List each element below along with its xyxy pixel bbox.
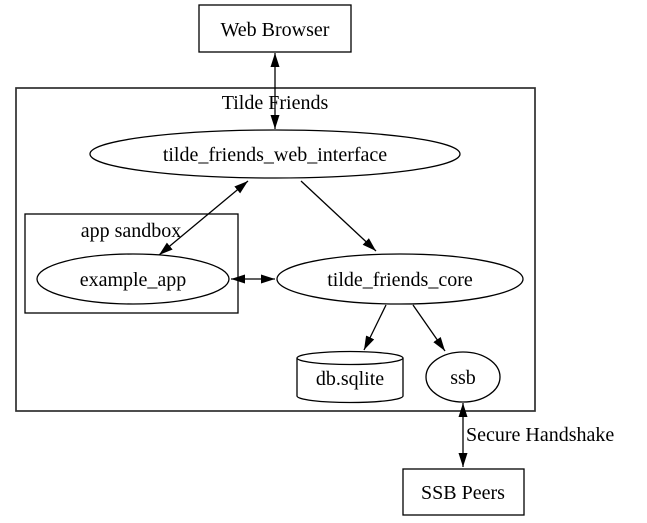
web-browser-node: Web Browser	[198, 4, 352, 53]
ssb-node: ssb	[425, 351, 501, 403]
ssb-label: ssb	[450, 367, 476, 389]
core-label: tilde_friends_core	[327, 269, 473, 291]
edge-core-db-sqlite	[363, 304, 387, 351]
edge-web-interface-example-app	[158, 180, 249, 256]
web-browser-label: Web Browser	[221, 19, 330, 41]
ssb-peers-box	[402, 468, 525, 516]
edge-core-ssb	[412, 304, 446, 352]
example-app-node: example_app	[36, 253, 230, 305]
example-app-ellipse	[36, 253, 230, 305]
web-interface-node: tilde_friends_web_interface	[89, 129, 461, 179]
tilde-friends-cluster-label: Tilde Friends	[222, 92, 329, 114]
db-sqlite-cylinder-top	[296, 350, 404, 366]
web-browser-box	[198, 4, 352, 53]
core-node: tilde_friends_core	[276, 253, 524, 305]
app-sandbox-cluster-label: app sandbox	[81, 220, 182, 242]
ssb-ellipse	[425, 351, 501, 403]
core-ellipse	[276, 253, 524, 305]
secure-handshake-edge-label: Secure Handshake	[466, 424, 614, 446]
app-sandbox-cluster	[24, 213, 239, 314]
db-sqlite-node: db.sqlite	[296, 350, 404, 404]
example-app-label: example_app	[80, 269, 187, 291]
db-sqlite-label: db.sqlite	[316, 368, 384, 390]
web-interface-ellipse	[89, 129, 461, 179]
web-interface-label: tilde_friends_web_interface	[163, 144, 387, 166]
ssb-peers-node: SSB Peers	[402, 468, 525, 516]
edge-web-interface-core	[300, 180, 377, 252]
ssb-peers-label: SSB Peers	[421, 482, 505, 504]
db-sqlite-cylinder-body	[296, 358, 404, 404]
